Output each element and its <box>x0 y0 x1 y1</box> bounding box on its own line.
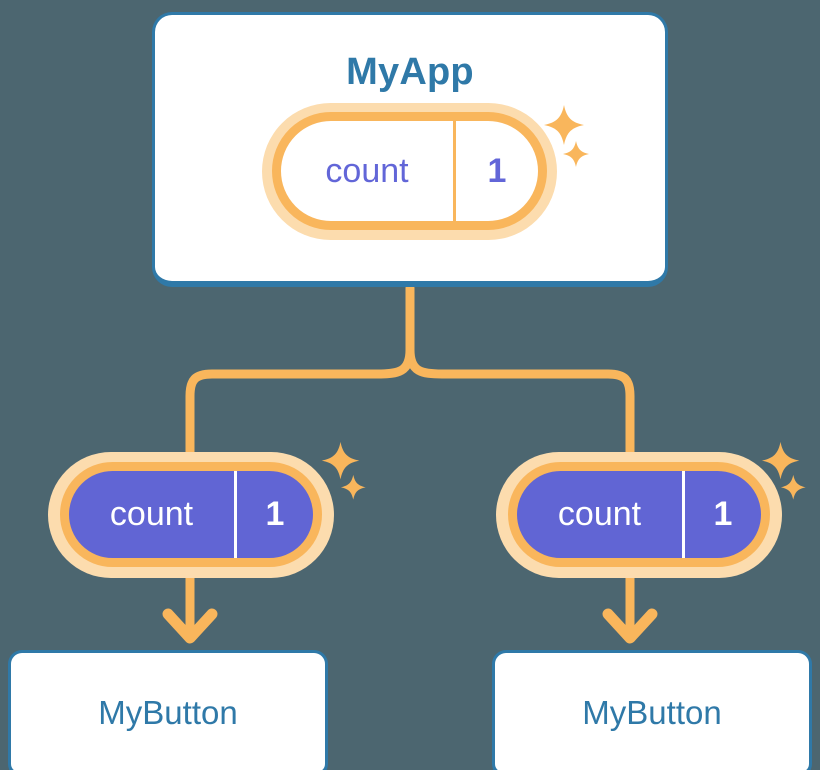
parent-state-key: count <box>325 151 409 190</box>
parent-state-value: 1 <box>487 151 507 190</box>
sparkle-star-large-icon <box>761 441 800 480</box>
arrow-head-right-icon <box>602 608 658 644</box>
connector-branch-right <box>405 345 635 457</box>
page-title: MyApp <box>346 51 474 93</box>
child-state-pill[interactable]: count 1 <box>60 462 322 567</box>
sparkle-star-large-icon <box>321 441 360 480</box>
connector-branch-left <box>185 345 415 457</box>
sparkle-star-large-icon <box>544 105 584 145</box>
child-state-value: 1 <box>265 495 285 533</box>
state-pill-divider <box>234 471 237 558</box>
sparkle-star-small-icon <box>563 141 589 167</box>
child-state-value: 1 <box>713 495 733 533</box>
sparkle-star-small-icon <box>780 474 806 500</box>
arrow-head-left-icon <box>162 608 218 644</box>
child-component-label: MyButton <box>98 694 238 731</box>
child-state-key: count <box>557 495 642 533</box>
child-component-card[interactable]: MyButton <box>492 650 812 770</box>
child-state-pill[interactable]: count 1 <box>508 462 770 567</box>
state-pill-divider <box>453 121 456 221</box>
child-state-key: count <box>109 495 194 533</box>
parent-state-pill[interactable]: count 1 <box>272 112 547 230</box>
sparkle-star-small-icon <box>340 474 366 500</box>
child-component-label: MyButton <box>582 694 722 731</box>
child-component-card[interactable]: MyButton <box>8 650 328 770</box>
state-pill-divider <box>682 471 685 558</box>
